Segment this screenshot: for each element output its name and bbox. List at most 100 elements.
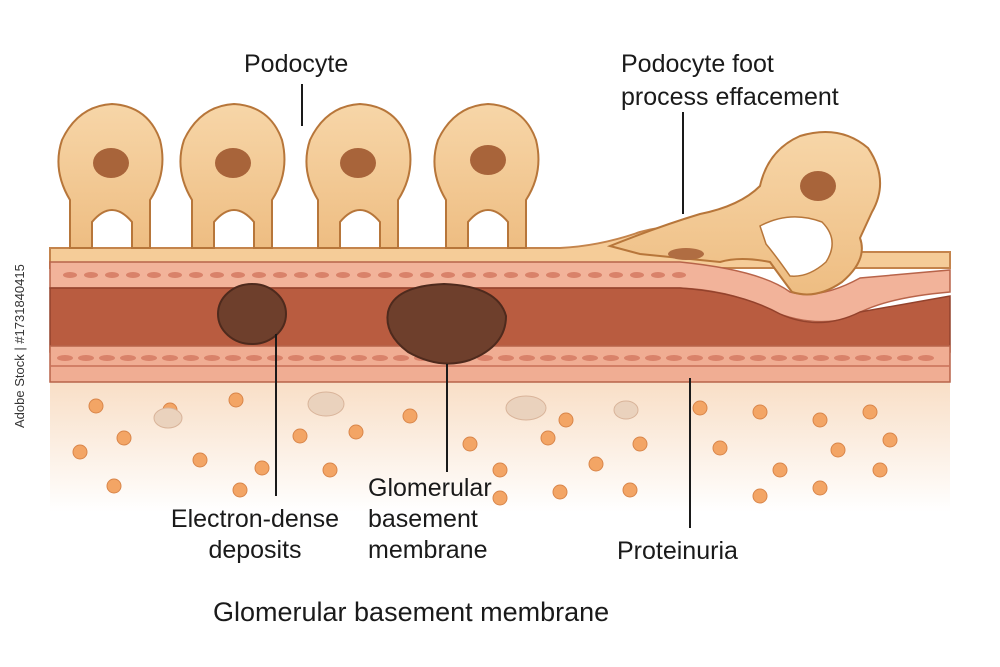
podocyte-cell — [433, 102, 540, 249]
membrane-pore — [126, 272, 140, 278]
membrane-pore — [504, 272, 518, 278]
membrane-pore — [252, 272, 266, 278]
protein-dot — [462, 436, 478, 452]
protein-dot — [348, 424, 364, 440]
membrane-pore — [84, 272, 98, 278]
protein-dot — [588, 456, 604, 472]
gbm-label-line1: Glomerular — [368, 474, 492, 502]
gbm-bottom-band — [49, 345, 951, 383]
membrane-pore — [294, 272, 308, 278]
membrane-pores — [57, 272, 934, 361]
gbm-label-line3: membrane — [368, 536, 488, 564]
proteinuria-label: Proteinuria — [617, 537, 738, 565]
podocyte-cell — [57, 102, 164, 249]
caption: Glomerular basement membrane — [213, 597, 610, 627]
membrane-pore — [210, 272, 224, 278]
membrane-pore — [897, 355, 913, 361]
protein-dot — [622, 482, 638, 498]
membrane-pore — [666, 355, 682, 361]
membrane-pore — [99, 355, 115, 361]
membrane-pore — [792, 355, 808, 361]
podocyte-cell — [305, 102, 412, 249]
vesicle — [613, 400, 639, 420]
membrane-pore — [855, 355, 871, 361]
membrane-pore — [540, 355, 556, 361]
nucleus — [800, 171, 836, 201]
membrane-pore — [651, 272, 665, 278]
membrane-pore — [330, 355, 346, 361]
protein-dot — [772, 462, 788, 478]
membrane-pore — [120, 355, 136, 361]
stock-watermark: Adobe Stock | #1731840415 — [12, 264, 27, 428]
membrane-pore — [519, 355, 535, 361]
protein-dot — [862, 404, 878, 420]
protein-dot — [692, 400, 708, 416]
protein-dot — [492, 490, 508, 506]
protein-dot — [254, 460, 270, 476]
membrane-pore — [246, 355, 262, 361]
membrane-pore — [351, 355, 367, 361]
membrane-pore — [750, 355, 766, 361]
protein-dot — [292, 428, 308, 444]
membrane-pore — [588, 272, 602, 278]
podocyte-cell — [179, 102, 286, 249]
nucleus — [93, 148, 129, 178]
membrane-pore — [771, 355, 787, 361]
protein-dot — [492, 462, 508, 478]
membrane-pore — [672, 272, 686, 278]
membrane-pore — [561, 355, 577, 361]
foot-process-label-line2: process effacement — [621, 83, 839, 111]
membrane-pore — [378, 272, 392, 278]
membrane-pore — [225, 355, 241, 361]
membrane-pore — [231, 272, 245, 278]
membrane-pore — [315, 272, 329, 278]
membrane-pore — [630, 272, 644, 278]
protein-particles — [72, 391, 898, 506]
membrane-pore — [162, 355, 178, 361]
membrane-pore — [645, 355, 661, 361]
deposits-label-line1: Electron-dense — [170, 505, 340, 533]
protein-dot — [812, 412, 828, 428]
membrane-pore — [105, 272, 119, 278]
membrane-pore — [309, 355, 325, 361]
membrane-pore — [918, 355, 934, 361]
membrane-pore — [708, 355, 724, 361]
membrane-pore — [834, 355, 850, 361]
membrane-pore — [273, 272, 287, 278]
gbm-label-line2: basement — [368, 505, 478, 533]
membrane-pore — [525, 272, 539, 278]
membrane-pore — [582, 355, 598, 361]
protein-dot — [540, 430, 556, 446]
protein-dot — [872, 462, 888, 478]
membrane-pore — [483, 272, 497, 278]
vesicle — [505, 395, 547, 421]
foot-process-label-line1: Podocyte foot — [621, 50, 774, 78]
membrane-pore — [168, 272, 182, 278]
protein-dot — [402, 408, 418, 424]
podocyte-label: Podocyte — [244, 50, 349, 78]
nucleus — [340, 148, 376, 178]
membrane-pore — [687, 355, 703, 361]
protein-dot — [88, 398, 104, 414]
electron-dense-deposit — [386, 282, 508, 365]
nucleus — [215, 148, 251, 178]
protein-dot — [232, 482, 248, 498]
membrane-pore — [393, 355, 409, 361]
protein-dot — [558, 412, 574, 428]
deposits-label-line2: deposits — [208, 536, 302, 564]
protein-dot — [752, 404, 768, 420]
membrane-pore — [729, 355, 745, 361]
membrane-pore — [147, 272, 161, 278]
membrane-pore — [609, 272, 623, 278]
protein-dot — [752, 488, 768, 504]
protein-dot — [106, 478, 122, 494]
membrane-pore — [603, 355, 619, 361]
membrane-pore — [372, 355, 388, 361]
membrane-pore — [141, 355, 157, 361]
membrane-pore — [477, 355, 493, 361]
protein-dot — [322, 462, 338, 478]
membrane-pore — [399, 272, 413, 278]
protein-dot — [812, 480, 828, 496]
membrane-pore — [624, 355, 640, 361]
